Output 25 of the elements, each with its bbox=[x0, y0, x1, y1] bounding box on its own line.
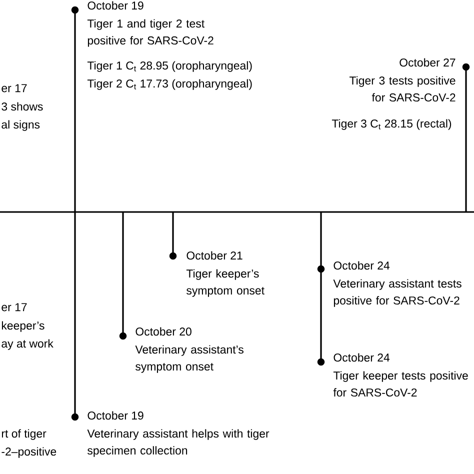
date-label: October 19 bbox=[88, 1, 144, 10]
event-text: keeper’s bbox=[2, 321, 44, 332]
event-text: al signs bbox=[2, 120, 40, 131]
date-label: October 21 bbox=[186, 251, 242, 260]
event-text: Tiger 1 and tiger 2 test positive for SARS-CoV-2 bbox=[87, 19, 214, 47]
date-label: October 20 bbox=[136, 327, 192, 336]
event-text: Veterinary assistant helps with tiger specimen collection bbox=[87, 429, 270, 457]
ct-value-text: Tiger 1 C$_{t}$ 28.95 (oropharyngeal) bbox=[87, 61, 252, 72]
event-text: Tiger 3 tests positive for SARS-CoV-2 bbox=[350, 76, 456, 102]
ct-value-text: Tiger 2 C$_{t}$ 17.73 (oropharyngeal) bbox=[87, 79, 252, 90]
event-text: ay at work bbox=[2, 339, 54, 350]
date-label: October 19 bbox=[88, 411, 144, 420]
event-text: -2–positive bbox=[2, 447, 56, 458]
event-text: er 17 bbox=[2, 303, 27, 312]
event-text: Tiger keeper tests positive for SARS-CoV-2 bbox=[333, 371, 468, 397]
event-text: 3 shows bbox=[2, 102, 43, 111]
date-label: October 27 bbox=[400, 58, 456, 67]
event-text: Veterinary assistant tests positive for SARS-CoV-2 bbox=[333, 279, 462, 307]
event-text: er 17 bbox=[2, 84, 27, 92]
event-text: Veterinary assistant’s symptom onset bbox=[135, 345, 244, 373]
ct-value-text: Tiger 3 C$_{t}$ 28.15 (rectal) bbox=[332, 119, 452, 130]
event-text: rt of tiger bbox=[2, 429, 46, 440]
event-text: Tiger keeper’s symptom onset bbox=[186, 269, 264, 297]
date-label: October 24 bbox=[334, 353, 390, 362]
date-label: October 24 bbox=[334, 261, 390, 270]
